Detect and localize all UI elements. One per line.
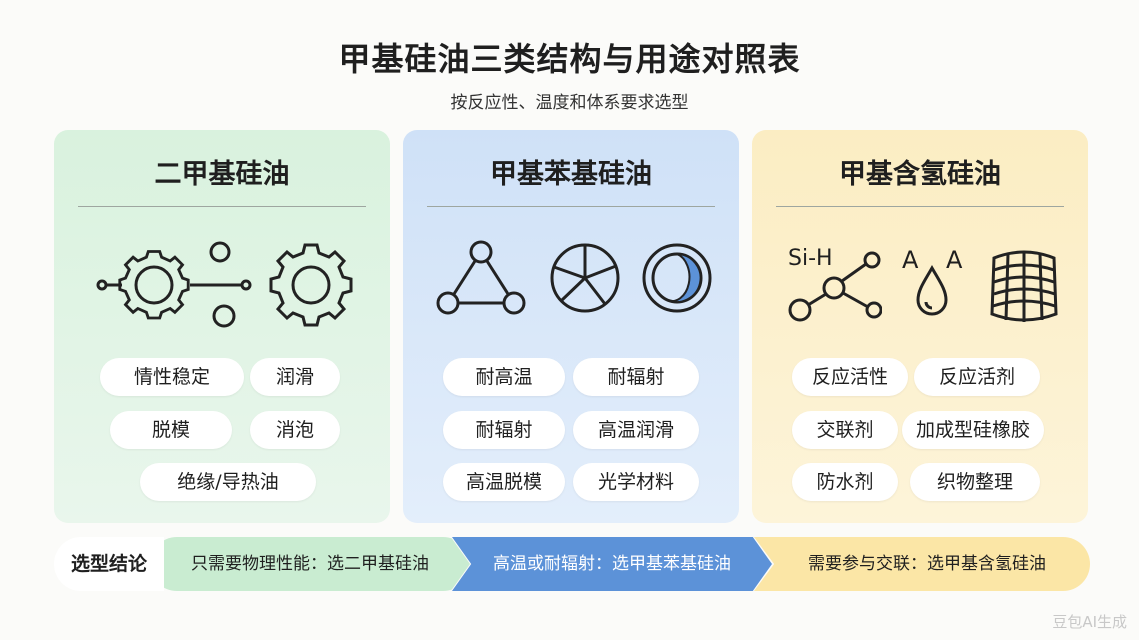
property-pill: 润滑 (250, 358, 340, 396)
property-pill: 高温润滑 (573, 411, 699, 449)
property-pill: 加成型硅橡胶 (902, 411, 1044, 449)
conclusion-segment-dimethyl: 只需要物理性能：选二甲基硅油 (150, 537, 470, 591)
selection-conclusion-bar: 需要参与交联：选甲基含氢硅油 高温或耐辐射：选甲基苯基硅油 只需要物理性能：选二… (54, 537, 1090, 591)
card-title: 甲基苯基硅油 (490, 159, 652, 190)
divider (78, 206, 366, 207)
divider (776, 206, 1064, 207)
property-pill: 耐高温 (443, 358, 565, 396)
conclusion-segment-methylhydrogen: 需要参与交联：选甲基含氢硅油 (754, 537, 1090, 591)
property-pill: 耐辐射 (573, 358, 699, 396)
fabric-icon (990, 250, 1058, 322)
property-pill: 织物整理 (910, 463, 1040, 501)
card-dimethyl: 二甲基硅油 情性稳定 润滑 脱模 消泡 绝 (54, 130, 390, 523)
divider (427, 206, 715, 207)
property-pill: 耐辐射 (443, 411, 565, 449)
card-title: 二甲基硅油 (154, 159, 290, 190)
triangle-molecule-icon (436, 240, 526, 315)
card-methylhydrogen: 甲基含氢硅油 Si-H A A (752, 130, 1088, 523)
property-pill: 脱模 (110, 411, 232, 449)
card-icons: Si-H A A (752, 230, 1088, 340)
property-pill: 反应活剂 (914, 358, 1040, 396)
property-pill: 高温脱模 (443, 463, 565, 501)
card-icons (403, 230, 739, 340)
card-methylphenyl: 甲基苯基硅油 (403, 130, 739, 523)
chain-gear-icon (96, 241, 252, 328)
conclusion-segment-methylphenyl: 高温或耐辐射：选甲基苯基硅油 (452, 537, 772, 591)
property-pill: 情性稳定 (100, 358, 244, 396)
pie-segments-icon (550, 243, 620, 313)
page-title: 甲基硅油三类结构与用途对照表 (338, 40, 801, 78)
water-drop-icon (916, 264, 948, 316)
page-subtitle: 按反应性、温度和体系要求选型 (450, 93, 689, 113)
property-pill: 消泡 (250, 411, 340, 449)
watermark: 豆包AI生成 (1052, 613, 1127, 631)
si-h-label: Si-H (788, 246, 833, 271)
card-title: 甲基含氢硅油 (839, 159, 1001, 190)
property-pill: 光学材料 (573, 463, 699, 501)
a-label: A (902, 246, 919, 274)
partial-ring-icon (642, 243, 712, 313)
gear-icon (269, 243, 353, 327)
a-label: A (946, 246, 963, 274)
property-pill: 防水剂 (792, 463, 898, 501)
conclusion-label: 选型结论 (54, 537, 164, 591)
property-pill: 反应活性 (792, 358, 908, 396)
property-pill: 绝缘/导热油 (140, 463, 316, 501)
si-h-molecule-icon (788, 251, 882, 322)
property-pill: 交联剂 (792, 411, 898, 449)
card-icons (54, 230, 390, 340)
